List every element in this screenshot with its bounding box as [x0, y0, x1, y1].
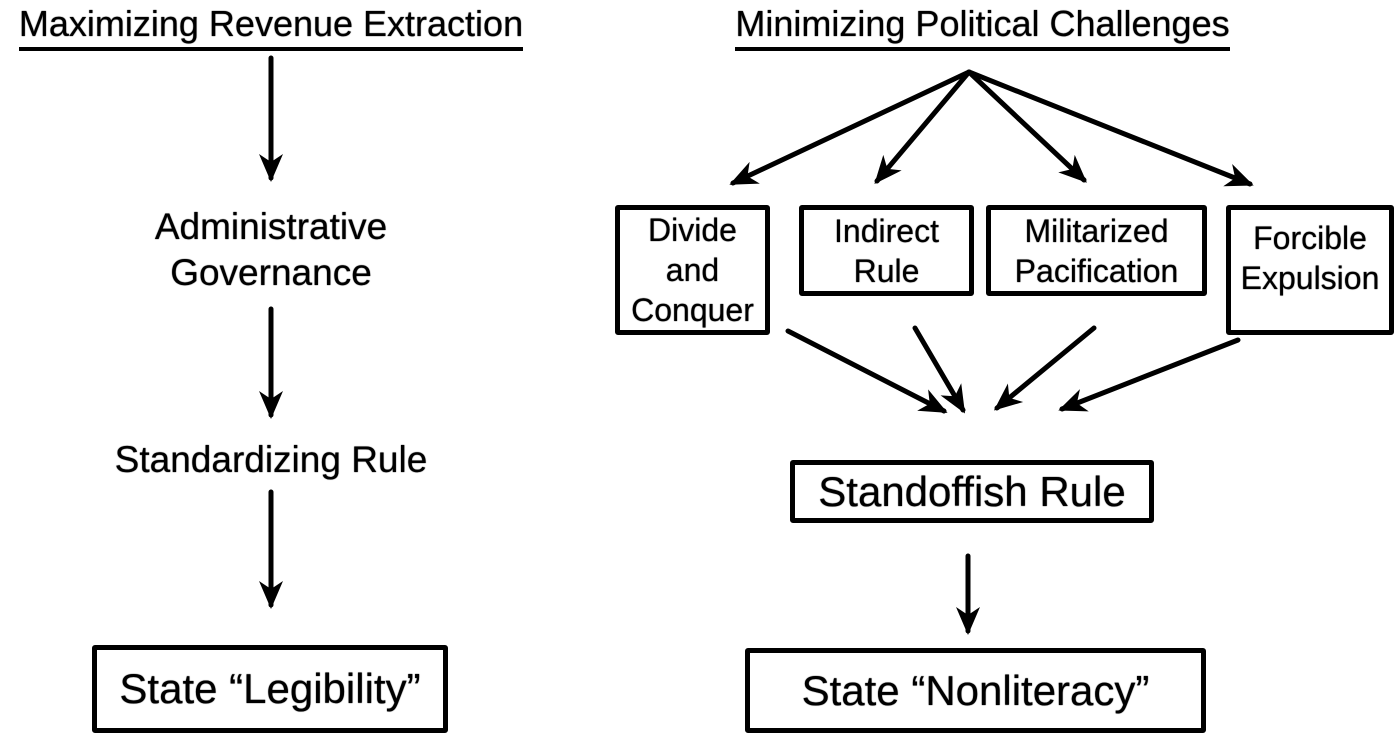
fan-arrow-to-forcible-expulsion — [966, 69, 1254, 187]
left-column-heading-text: Maximizing Revenue Extraction — [18, 2, 524, 51]
converge-arrow-from-forcible-expulsion — [1058, 337, 1241, 412]
state-nonliteracy-label: State “Nonliteracy” — [801, 666, 1150, 714]
strategy-label-indirect-rule: Indirect Rule — [834, 212, 939, 289]
strategy-box-militarized-pacification: Militarized Pacification — [986, 205, 1207, 296]
fan-arrow-to-indirect-rule — [874, 69, 972, 185]
converge-arrow-from-divide-conquer — [785, 328, 948, 414]
strategy-box-indirect-rule: Indirect Rule — [799, 205, 974, 296]
standoffish-rule-label: Standoffish Rule — [818, 467, 1126, 515]
converge-arrow-from-indirect-rule — [912, 325, 966, 414]
state-nonliteracy-box: State “Nonliteracy” — [745, 648, 1206, 733]
left-step-standardizing-rule: Standardizing Rule — [114, 439, 428, 480]
state-legibility-label: State “Legibility” — [119, 665, 421, 712]
state-legibility-box: State “Legibility” — [92, 645, 448, 733]
fan-arrow-to-divide-conquer — [729, 69, 972, 186]
strategy-box-forcible-expulsion: Forcible Expulsion — [1226, 205, 1394, 335]
right-column-heading-text: Minimizing Political Challenges — [735, 2, 1230, 51]
left-column-heading: Maximizing Revenue Extraction — [0, 2, 542, 51]
converge-arrow-from-militarized-pacification — [993, 325, 1097, 411]
right-column-heading: Minimizing Political Challenges — [722, 2, 1243, 51]
strategy-label-militarized-pacification: Militarized Pacification — [1014, 212, 1179, 289]
strategy-label-divide-and-conquer: Divide and Conquer — [631, 212, 754, 328]
standoffish-rule-box: Standoffish Rule — [790, 460, 1154, 523]
strategy-box-divide-and-conquer: Divide and Conquer — [615, 205, 770, 335]
left-step-administrative-governance: Administrative Governance — [154, 206, 388, 293]
strategy-label-forcible-expulsion: Forcible Expulsion — [1240, 220, 1380, 296]
fan-arrow-to-militarized-pacification — [966, 69, 1087, 183]
